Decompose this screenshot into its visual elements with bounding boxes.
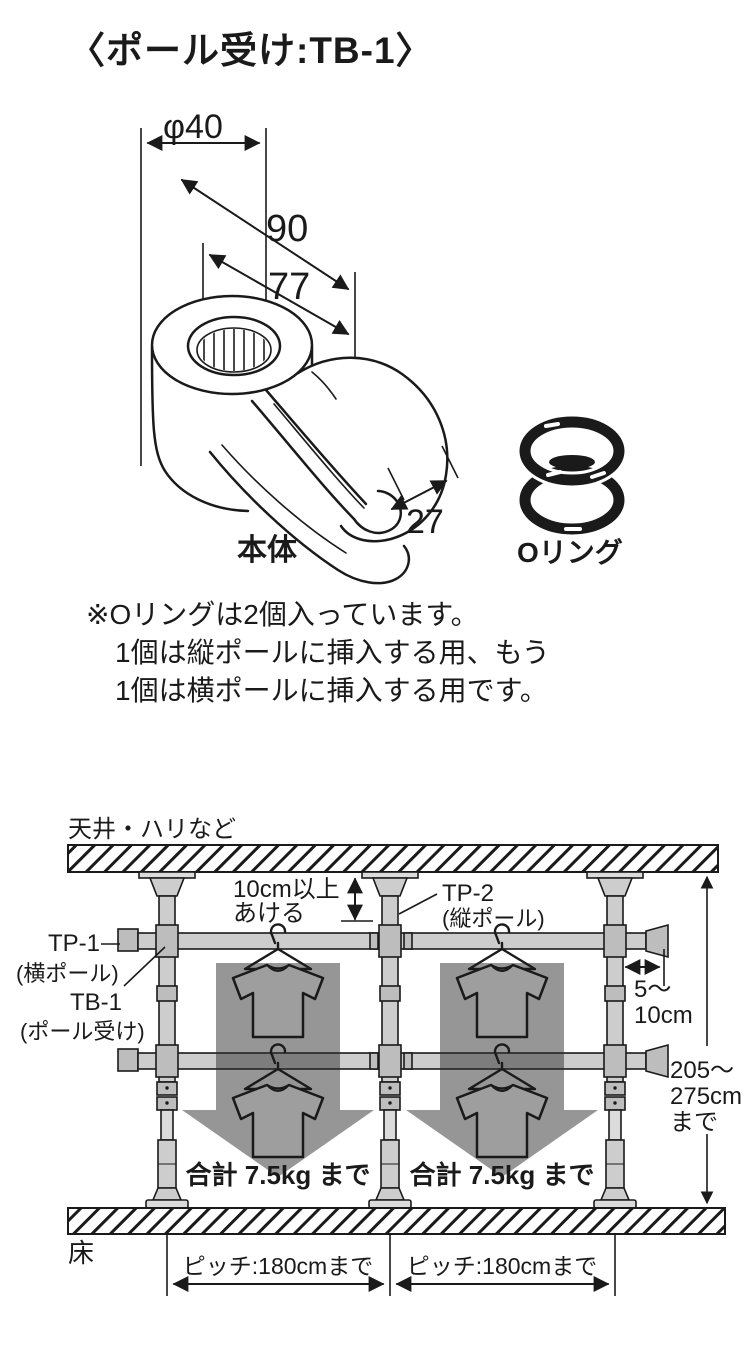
tp2-sub: (縦ポール) — [442, 906, 545, 931]
tb1-name: TB-1 — [70, 989, 122, 1016]
ceiling-beam — [67, 844, 719, 873]
part-drawing: φ40 90 77 — [140, 108, 628, 585]
oring-note: ※Oリングは2個入っています。 1個は縦ポールに挿入する用、もう 1個は横ポール… — [86, 596, 550, 710]
callout-tp2: TP-2 (縦ポール) — [398, 880, 545, 931]
dim-27: 27 — [387, 445, 459, 541]
pitch-label-right: ピッチ:180cmまで — [407, 1253, 597, 1279]
oring-sketch — [516, 413, 628, 535]
ceiling-label: 天井・ハリなど — [68, 816, 236, 843]
overhang-text-2: 10cm — [634, 1002, 693, 1029]
clearance-text-1: 10cm以上 — [233, 876, 340, 903]
height-text-1: 205〜 — [670, 1057, 734, 1084]
floor-slab — [67, 1207, 726, 1235]
tb1-sub: (ポール受け) — [20, 1019, 145, 1044]
note-line-2: 1個は縦ポールに挿入する用、もう — [115, 637, 550, 668]
oring-label: Oリング — [517, 537, 623, 568]
note-line-3: 1個は横ポールに挿入する用です。 — [115, 675, 548, 706]
dim-27-text: 27 — [406, 503, 444, 541]
floor-label: 床 — [68, 1238, 94, 1268]
vertical-pole-right — [586, 871, 644, 1209]
installation-diagram: 天井・ハリなど — [16, 816, 742, 1296]
body-label: 本体 — [237, 534, 298, 567]
height-text-3: まで — [670, 1109, 718, 1136]
dim-height: 205〜 275cm まで — [670, 875, 742, 1205]
note-line-1: ※Oリングは2個入っています。 — [86, 599, 479, 630]
dim-clearance: 10cm以上 あける — [233, 876, 373, 927]
callout-tb1: TB-1 (ポール受け) — [20, 946, 166, 1044]
page-title: 〈ポール受け:TB-1〉 — [68, 30, 434, 71]
clearance-text-2: あける — [233, 900, 305, 927]
callout-tp1: TP-1 (横ポール) — [16, 930, 120, 986]
part-body-sketch — [150, 294, 449, 585]
dim-77-text: 77 — [268, 266, 310, 308]
load-label-left: 合計 7.5kg まで — [186, 1160, 371, 1190]
dim-pitch: ピッチ:180cmまで ピッチ:180cmまで — [166, 1234, 616, 1296]
overhang-text-1: 5〜 — [634, 976, 671, 1003]
tp1-sub: (横ポール) — [16, 961, 119, 986]
tp1-name: TP-1 — [48, 930, 100, 957]
height-text-2: 275cm — [670, 1083, 742, 1110]
dim-phi40-text: φ40 — [163, 108, 223, 146]
load-label-right: 合計 7.5kg まで — [410, 1160, 595, 1190]
dim-90-text: 90 — [266, 208, 308, 250]
vertical-pole-middle — [361, 871, 419, 1209]
vertical-pole-left — [138, 871, 196, 1209]
pitch-label-left: ピッチ:180cmまで — [183, 1253, 373, 1279]
dim-overhang: 5〜 10cm — [624, 949, 693, 1029]
tp2-name: TP-2 — [442, 880, 494, 907]
